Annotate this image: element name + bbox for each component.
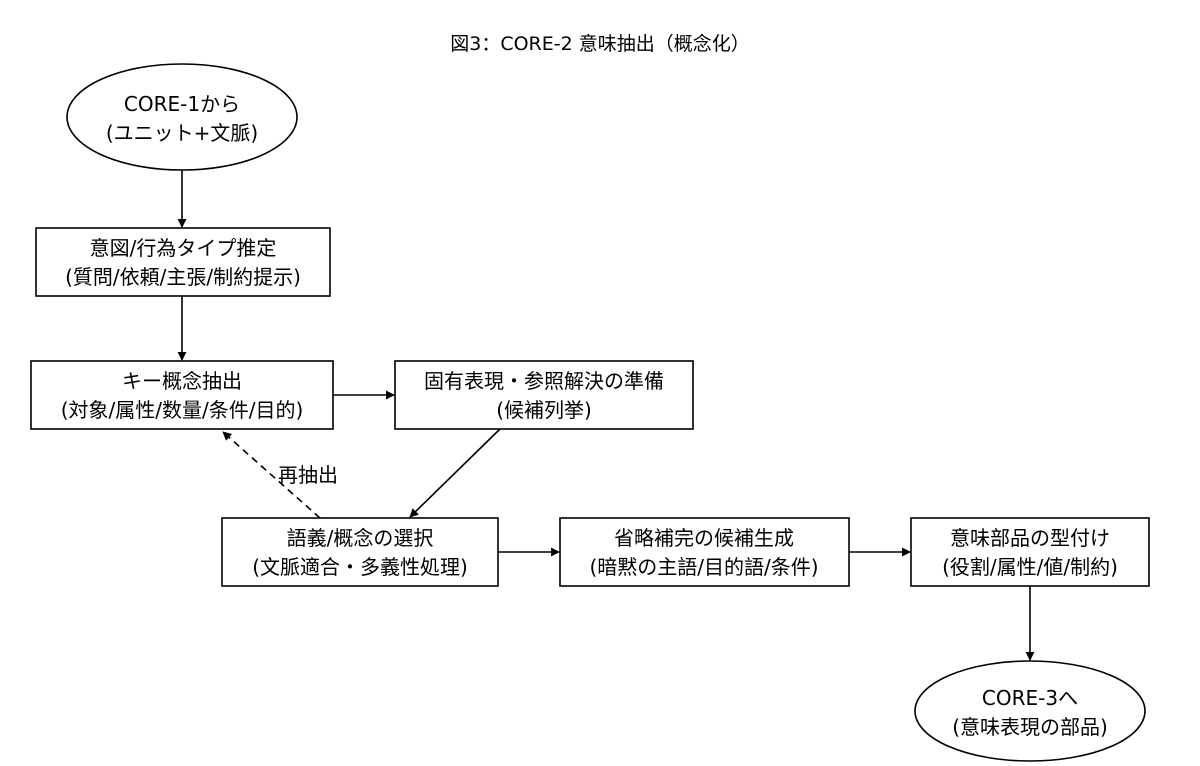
node-key-concepts-line2: (対象/属性/数量/条件/目的) [61, 398, 304, 422]
node-end-line1: CORE-3へ [982, 686, 1078, 710]
node-sense-select: 語義/概念の選択 (文脈適合・多義性処理) [221, 517, 499, 587]
node-key-concepts: キー概念抽出 (対象/属性/数量/条件/目的) [30, 360, 334, 430]
node-key-concepts-line1: キー概念抽出 [122, 369, 242, 393]
diagram-title: 図3：CORE-2 意味抽出（概念化） [450, 32, 750, 55]
node-ellipsis: 省略補完の候補生成 (暗黙の主語/目的語/条件) [559, 517, 850, 587]
node-intent-line1: 意図/行為タイプ推定 [90, 236, 277, 260]
node-end-line2: (意味表現の部品) [952, 715, 1108, 739]
node-sense-select-line2: (文脈適合・多義性処理) [252, 555, 468, 579]
node-start: CORE-1から (ユニット+文脈) [66, 63, 298, 171]
node-entity-prep: 固有表現・参照解決の準備 (候補列挙) [394, 360, 694, 430]
node-intent-line2: (質問/依頼/主張/制約提示) [65, 265, 301, 289]
node-typing-line2: (役割/属性/値/制約) [942, 555, 1118, 579]
edge-reextract-label: 再抽出 [278, 463, 338, 487]
edge-sense-select-to-key-concepts-reextract [222, 431, 321, 519]
node-typing: 意味部品の型付け (役割/属性/値/制約) [910, 517, 1150, 587]
node-ellipsis-line1: 省略補完の候補生成 [614, 526, 794, 550]
node-entity-prep-line1: 固有表現・参照解決の準備 [424, 369, 664, 393]
node-sense-select-line1: 語義/概念の選択 [287, 526, 434, 550]
node-intent: 意図/行為タイプ推定 (質問/依頼/主張/制約提示) [35, 227, 331, 297]
node-start-line2: (ユニット+文脈) [106, 121, 258, 145]
node-typing-line1: 意味部品の型付け [950, 526, 1110, 550]
node-end: CORE-3へ (意味表現の部品) [914, 660, 1146, 762]
node-start-line1: CORE-1から [124, 92, 240, 116]
node-ellipsis-line2: (暗黙の主語/目的語/条件) [589, 555, 818, 579]
node-entity-prep-line2: (候補列挙) [496, 398, 592, 422]
edge-entity-prep-to-sense-select [409, 428, 501, 518]
